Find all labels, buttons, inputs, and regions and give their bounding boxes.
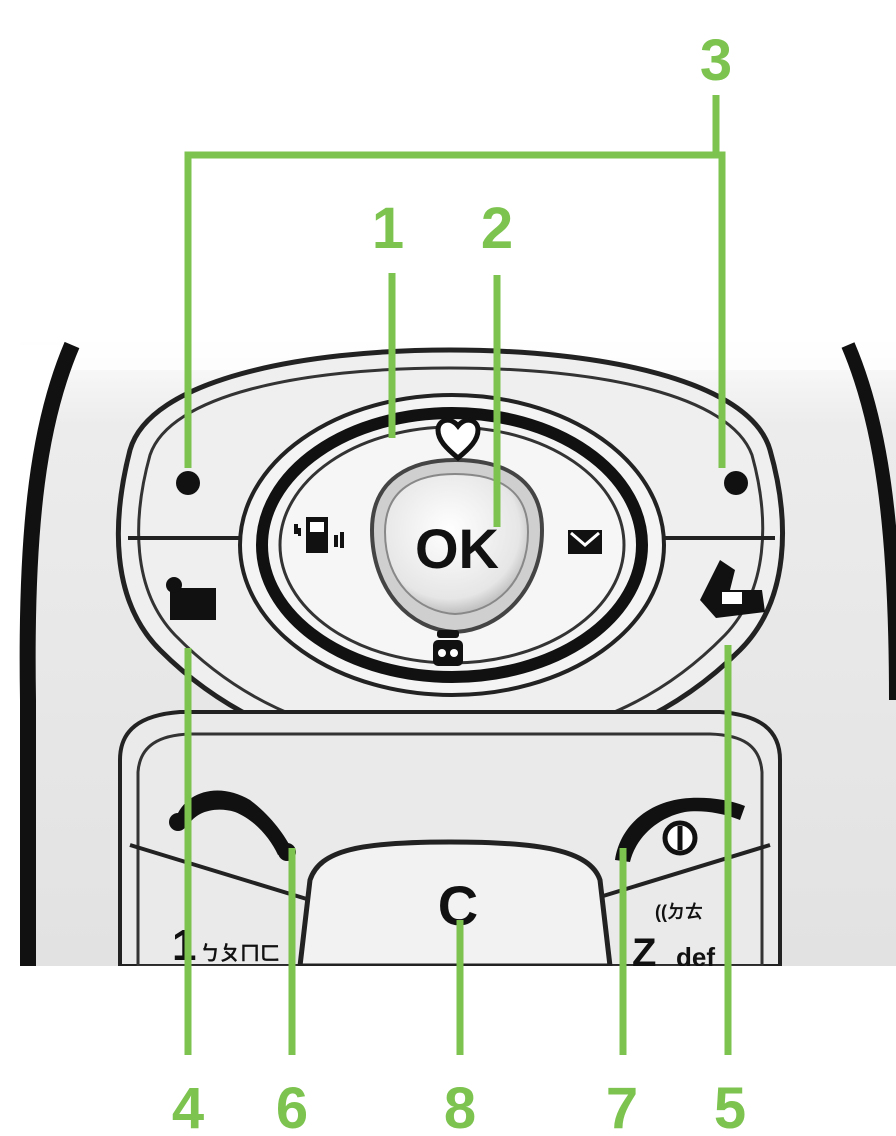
key1-digit: 1 bbox=[172, 921, 196, 970]
callout-6: 6 bbox=[276, 1076, 308, 1136]
key3-digit: Z bbox=[632, 931, 656, 975]
callout-line-3 bbox=[184, 151, 726, 468]
callout-5: 5 bbox=[714, 1076, 746, 1136]
hand-icon[interactable] bbox=[700, 560, 765, 618]
folder-icon[interactable] bbox=[166, 577, 216, 620]
heart-icon[interactable] bbox=[435, 417, 481, 462]
ok-label: OK bbox=[415, 517, 499, 580]
key3-letters: ((ㄉㄊ bbox=[655, 902, 703, 922]
message-envelope-icon[interactable] bbox=[568, 530, 602, 554]
left-softkey-dot[interactable] bbox=[176, 471, 200, 495]
right-softkey-dot[interactable] bbox=[724, 471, 748, 495]
key1-letters: ㄅㄆㄇㄈ bbox=[200, 942, 280, 965]
callout-4: 4 bbox=[172, 1076, 204, 1136]
phonebook-icon[interactable] bbox=[433, 630, 463, 666]
callout-7: 7 bbox=[606, 1076, 638, 1136]
callout-labels: 3 1 2 4 6 8 7 5 bbox=[172, 28, 746, 1136]
callout-1: 1 bbox=[372, 196, 404, 261]
clear-key[interactable]: C bbox=[297, 839, 613, 966]
vibrate-icon[interactable] bbox=[294, 517, 344, 553]
end-power-icon[interactable] bbox=[615, 797, 745, 862]
callout-lines bbox=[184, 95, 732, 1055]
callout-2: 2 bbox=[481, 196, 513, 261]
callout-3: 3 bbox=[700, 28, 732, 93]
nav-cluster: OK bbox=[115, 347, 785, 975]
callout-8: 8 bbox=[444, 1076, 476, 1136]
key3-sub: def bbox=[676, 942, 715, 972]
